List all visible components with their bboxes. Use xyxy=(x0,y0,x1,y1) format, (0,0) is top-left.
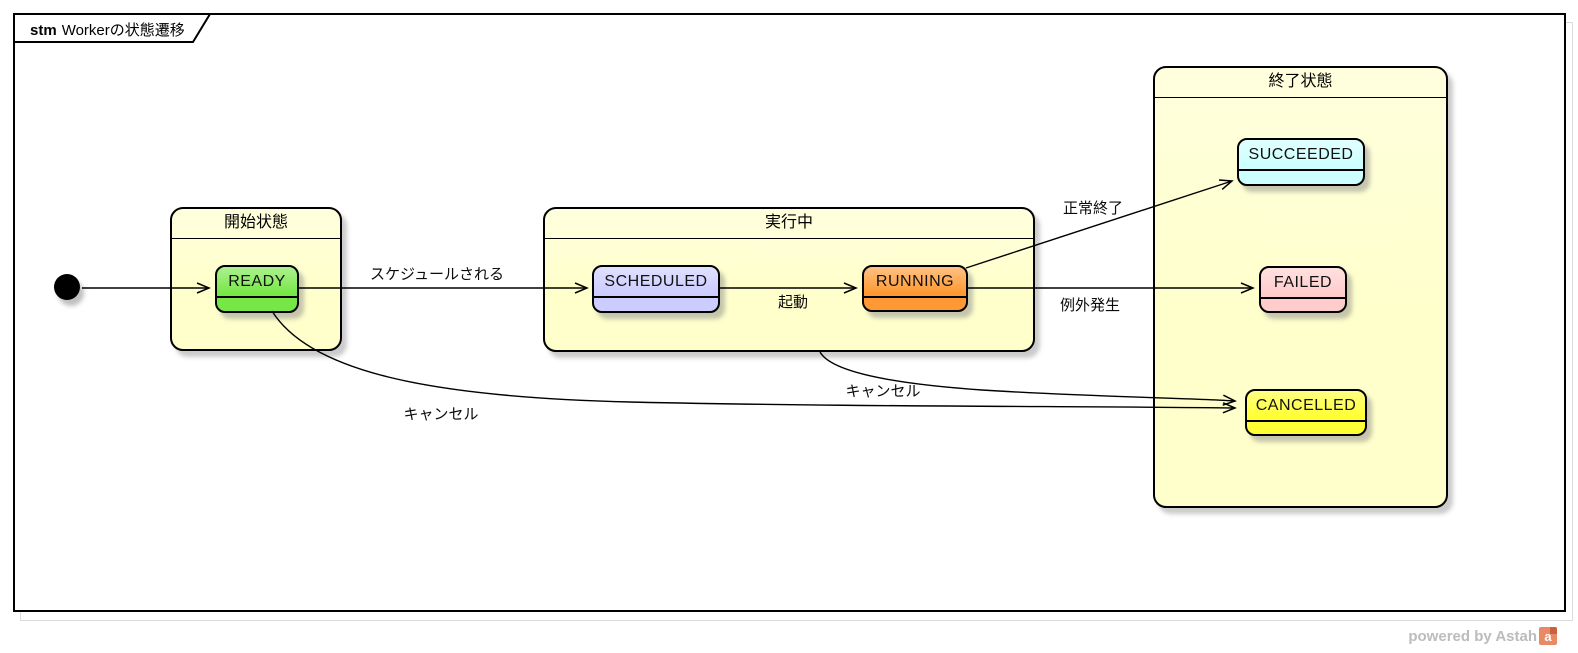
frame-keyword: stm xyxy=(30,22,57,39)
transition-label-cancel-ready: キャンセル xyxy=(403,406,479,423)
state-ready-label: READY xyxy=(217,267,297,298)
composite-state-running: 実行中 SCHEDULED RUNNING xyxy=(543,207,1035,352)
composite-end-title: 終了状態 xyxy=(1155,68,1446,98)
transition-label-exception: 例外発生 xyxy=(1059,297,1121,314)
state-ready: READY xyxy=(215,265,299,313)
watermark-text: powered by Astah xyxy=(1408,627,1537,645)
transition-label-success: 正常終了 xyxy=(1062,200,1124,217)
state-scheduled: SCHEDULED xyxy=(592,265,720,313)
state-running-label: RUNNING xyxy=(864,267,966,298)
state-failed: FAILED xyxy=(1259,266,1347,313)
state-scheduled-label: SCHEDULED xyxy=(594,267,718,298)
transition-label-schedule: スケジュールされる xyxy=(370,266,504,283)
state-succeeded-label: SUCCEEDED xyxy=(1239,140,1363,171)
state-succeeded: SUCCEEDED xyxy=(1237,138,1365,186)
composite-state-start: 開始状態 READY xyxy=(170,207,342,351)
state-cancelled: CANCELLED xyxy=(1245,389,1367,436)
composite-start-title: 開始状態 xyxy=(172,209,340,239)
transition-label-launch: 起動 xyxy=(777,294,809,311)
state-failed-label: FAILED xyxy=(1261,268,1345,299)
transition-label-cancel-running: キャンセル xyxy=(845,383,921,400)
initial-state-dot xyxy=(54,274,80,300)
watermark: powered by Astah a xyxy=(1408,627,1557,645)
frame-tab-shape xyxy=(13,13,212,43)
state-running: RUNNING xyxy=(862,265,968,312)
state-cancelled-label: CANCELLED xyxy=(1247,391,1365,422)
composite-state-end: 終了状態 SUCCEEDED FAILED CANCELLED xyxy=(1153,66,1448,508)
astah-logo-icon: a xyxy=(1539,627,1557,645)
composite-running-title: 実行中 xyxy=(545,209,1033,239)
frame-title-text: Workerの状態遷移 xyxy=(61,22,185,39)
